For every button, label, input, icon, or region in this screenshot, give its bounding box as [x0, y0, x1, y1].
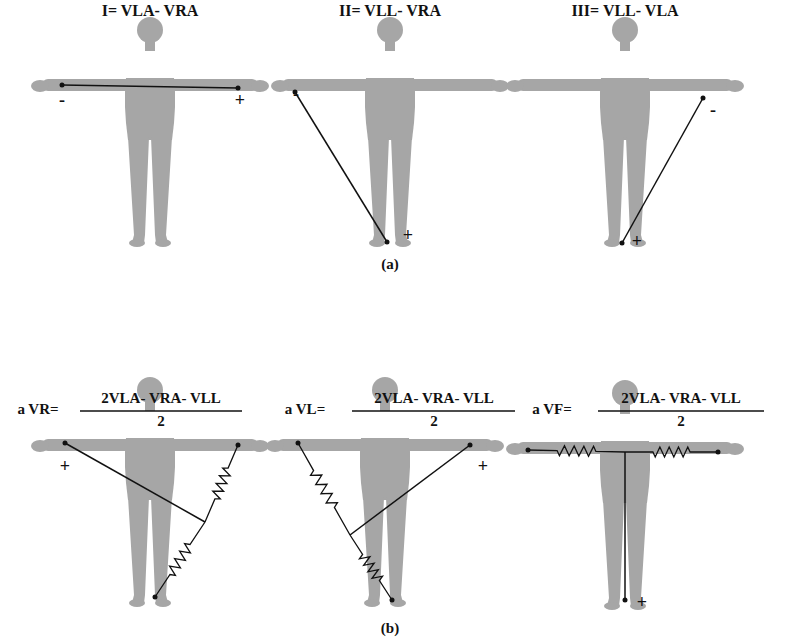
formula-numerator: 2VLA- VRA- VLL	[374, 390, 493, 407]
panel-label: (b)	[381, 620, 399, 637]
lead-formula: II= VLL- VRA	[339, 2, 441, 20]
body-figure	[31, 377, 269, 607]
body-figure	[31, 17, 269, 247]
lead-formula: III= VLL- VLA	[571, 2, 678, 20]
polarity-sign: +	[637, 592, 647, 613]
polarity-sign: -	[293, 84, 299, 105]
resistor-symbol	[298, 443, 350, 535]
lead-name: a VL=	[285, 401, 325, 418]
polarity-sign: +	[403, 225, 413, 246]
formula-numerator: 2VLA- VRA- VLL	[621, 390, 740, 407]
lead-name: a VR=	[17, 401, 58, 418]
lead-lines	[62, 85, 764, 600]
polarity-sign: -	[710, 100, 716, 121]
polarity-sign: +	[235, 90, 245, 111]
resistor-symbol	[155, 443, 718, 600]
formula-numerator: 2VLA- VRA- VLL	[101, 390, 220, 407]
resistor-symbol	[350, 535, 392, 600]
body-figure	[271, 17, 509, 247]
resistor-symbol	[155, 522, 205, 597]
body-figure	[506, 380, 744, 610]
lead-formula: I= VLA- VRA	[102, 2, 199, 20]
polarity-sign: +	[478, 456, 488, 477]
polarity-sign: +	[60, 456, 70, 477]
resistor-symbol	[205, 445, 238, 522]
polarity-sign: +	[632, 231, 642, 252]
panel-label: (a)	[381, 256, 399, 273]
lead-name: a VF=	[532, 401, 572, 418]
polarity-sign: -	[59, 90, 65, 111]
resistor-symbol	[625, 447, 718, 457]
body-figure	[506, 17, 744, 247]
formula-denominator: 2	[157, 413, 165, 430]
formula-denominator: 2	[677, 413, 685, 430]
resistor-symbol	[528, 446, 625, 456]
formula-denominator: 2	[430, 413, 438, 430]
electrode-dots	[60, 83, 721, 603]
